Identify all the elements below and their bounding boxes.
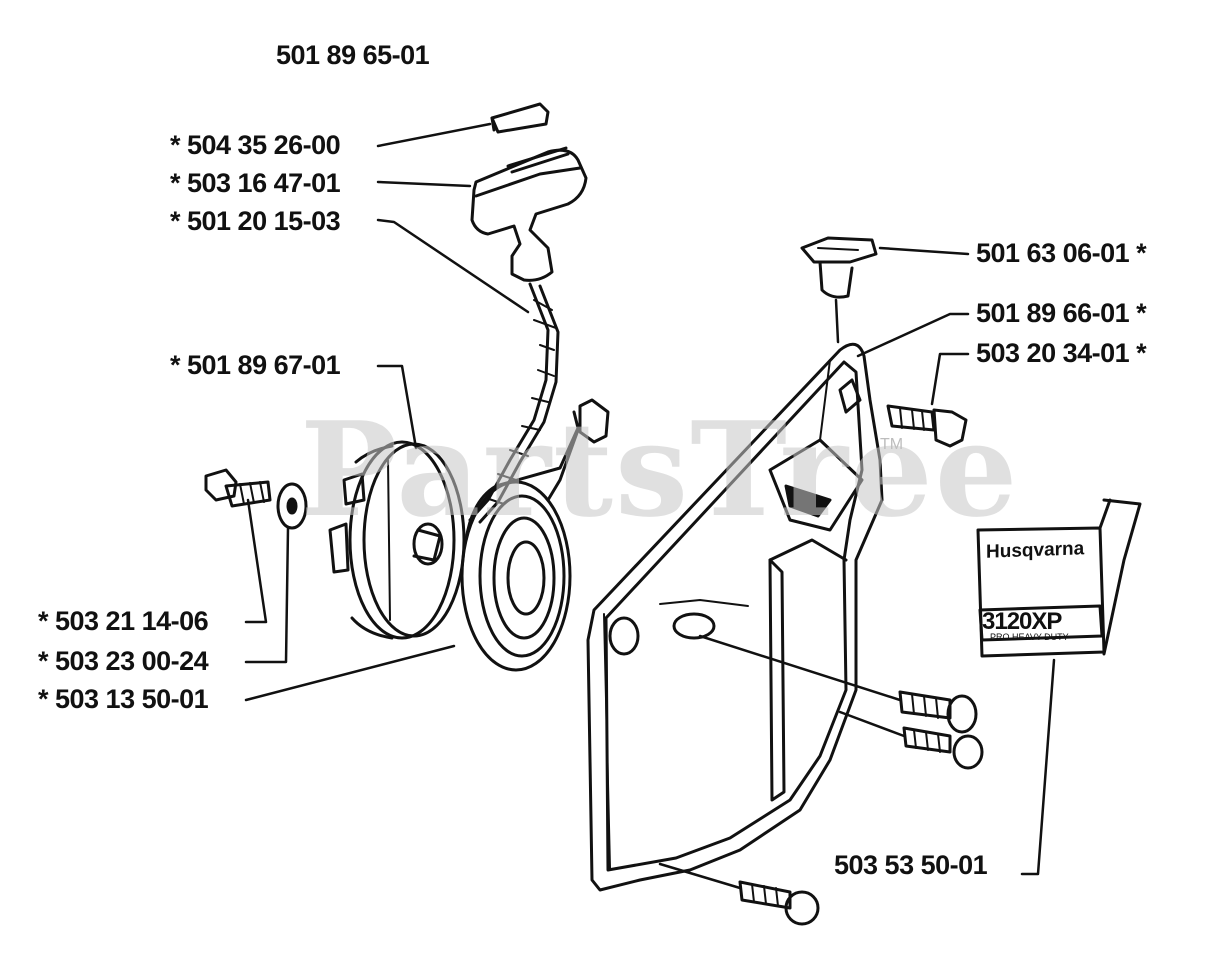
decal-model-text: 3120XP [982,608,1062,635]
model-decal [976,498,1142,658]
part-label-screw[interactable]: * 503 21 14-06 [38,606,209,636]
assembly-part-number[interactable]: 501 89 65-01 [276,40,430,70]
cover-screw-middle [898,690,978,734]
starter-handle [470,146,588,282]
part-label-rope[interactable]: * 501 20 15-03 [170,206,341,236]
starter-spring-housing [460,398,610,672]
cover-screw-bottom [738,880,820,926]
pulley-screw [204,468,272,508]
starter-rope [468,282,560,524]
part-label-grip-insert[interactable]: * 504 35 26-00 [170,130,341,160]
pulley-washer [276,482,308,530]
cover-screw-upper [886,404,968,448]
cover-top-bushing [800,236,878,299]
part-label-washer[interactable]: * 503 23 00-24 [38,646,209,676]
part-label-cover-bracket[interactable]: 501 89 66-01 * [976,298,1147,328]
starter-cover [586,342,884,892]
partstree-watermark: PartsTree [300,393,1020,546]
part-label-spring[interactable]: * 503 13 50-01 [38,684,209,714]
leader-lines [244,122,1056,890]
decal-brand-text: Husqvarna [986,538,1085,563]
part-label-top-bushing[interactable]: 501 63 06-01 * [976,238,1147,268]
part-label-handle[interactable]: * 503 16 47-01 [170,168,341,198]
trademark-mark: TM [880,436,904,453]
part-label-pulley[interactable]: * 501 89 67-01 [170,350,341,380]
part-label-cover-screw[interactable]: 503 20 34-01 * [976,338,1147,368]
part-label-decal[interactable]: 503 53 50-01 [834,850,988,880]
cover-screw-lower-right [902,726,984,770]
handle-grip-insert [490,102,550,134]
decal-sub-text: PRO HEAVY DUTY [990,632,1069,642]
starter-pulley [328,440,466,640]
